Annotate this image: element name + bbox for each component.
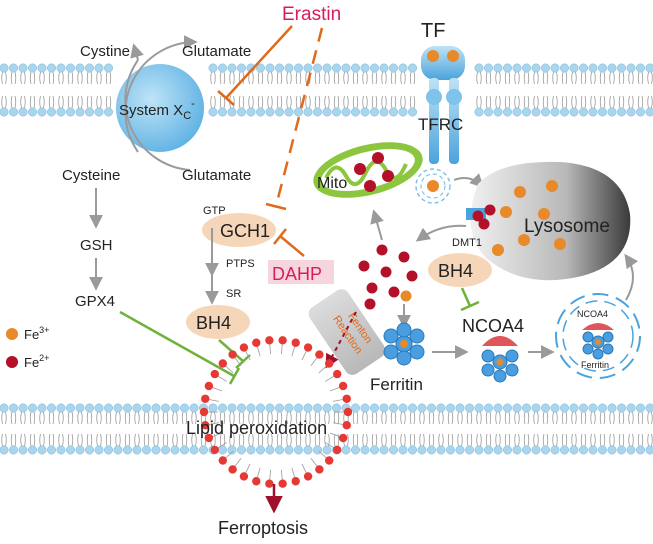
legend-fe2-dot <box>6 356 18 368</box>
mito-label: Mito <box>317 175 347 192</box>
erastin-inhibit-system-xc <box>217 25 293 106</box>
ferritin-label: Ferritin <box>370 375 423 394</box>
lipid-peroxidation-label: Lipid peroxidation <box>186 418 327 438</box>
gpx4-label: GPX4 <box>75 293 115 310</box>
tfrc-receptor <box>421 46 465 164</box>
ncoa4-ferritin-complex <box>481 336 519 383</box>
tf-label: TF <box>421 20 445 42</box>
glutamate-bottom-label: Glutamate <box>182 167 251 184</box>
legend-fe3-dot <box>6 328 18 340</box>
bh4-right-ellipse <box>428 253 492 287</box>
dahp-label: DAHP <box>272 264 322 284</box>
system-xc-transporter: System XC- <box>116 35 204 171</box>
fenton-reaction-box <box>308 289 386 375</box>
legend-fe3-label: Fe3+ <box>24 325 49 342</box>
bh4-right-label: BH4 <box>438 261 473 281</box>
dahp-inhibit-gch1 <box>273 228 305 257</box>
bh4-left-label: BH4 <box>196 313 231 333</box>
gtp-label: GTP <box>203 205 226 217</box>
lipid-peroxidation-droplet <box>199 336 353 488</box>
dmt1-transporter <box>466 204 496 230</box>
ferritin-small-label: Ferritin <box>581 360 609 370</box>
cysteine-label: Cysteine <box>62 167 120 184</box>
gpx4-inhibit-lipid-peroxidation <box>119 310 241 385</box>
ncoa4-small-label: NCOA4 <box>577 309 608 319</box>
legend-fe2-label: Fe2+ <box>24 353 49 370</box>
system-xc-label: System XC- <box>119 98 195 122</box>
sr-label: SR <box>226 288 241 300</box>
mitochondrion <box>313 142 423 198</box>
tfrc-label: TFRC <box>418 115 463 134</box>
autophagosome <box>555 293 641 379</box>
ferritin-complex <box>383 322 425 366</box>
lysosome <box>470 161 631 281</box>
erastin-label: Erastin <box>282 4 341 25</box>
bh4-inhibit-ncoa4 <box>460 287 480 312</box>
gch1-label: GCH1 <box>220 221 270 241</box>
arrow-lysosome-ironpool <box>415 224 467 242</box>
ferroptosis-label: Ferroptosis <box>218 518 308 538</box>
erastin-inhibit-gch1 <box>265 27 324 211</box>
cell-membrane-top <box>0 63 653 117</box>
arrow-fenton-lipid <box>325 311 357 369</box>
arrow-ironpool-mito <box>370 209 384 241</box>
dahp-box <box>268 260 334 284</box>
gsh-label: GSH <box>80 237 113 254</box>
endosome <box>415 168 451 204</box>
legend: Fe3+ Fe2+ <box>6 325 49 370</box>
ptps-label: PTPS <box>226 258 255 270</box>
gch1-ellipse <box>202 213 276 247</box>
labile-iron-pool <box>358 244 418 310</box>
ncoa4-label: NCOA4 <box>462 316 524 336</box>
cell-membrane-bottom <box>0 403 653 455</box>
cystine-label: Cystine <box>80 43 130 60</box>
lysosome-label: Lysosome <box>524 216 610 237</box>
glutamate-top-label: Glutamate <box>182 43 251 60</box>
arrow-autophagosome-lysosome <box>624 253 639 301</box>
bh4-left-ellipse <box>186 305 250 339</box>
dmt1-label: DMT1 <box>452 237 482 249</box>
